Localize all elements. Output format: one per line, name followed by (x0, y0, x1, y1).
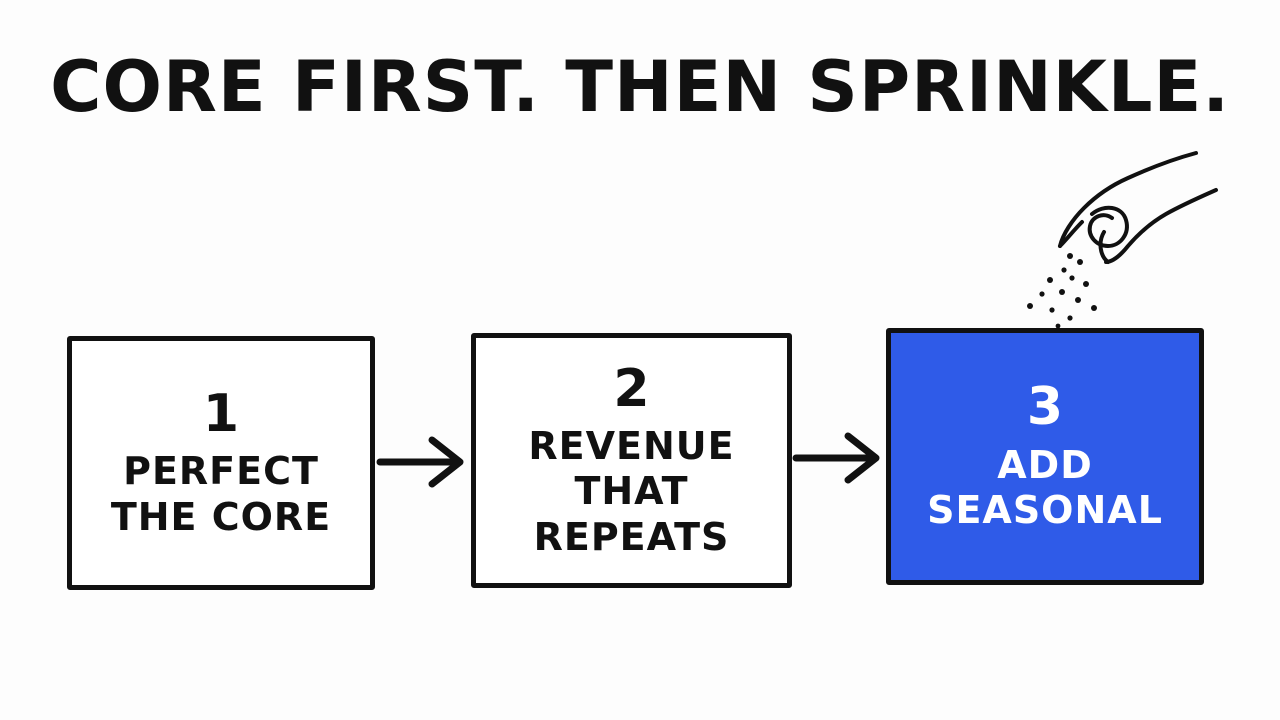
sprinkle-dot (1091, 305, 1097, 311)
step-1-label: PERFECT THE CORE (110, 449, 332, 539)
sprinkling-hand-icon (1058, 151, 1218, 264)
step-2-number: 2 (613, 358, 650, 419)
step-2-label: REVENUE THAT REPEATS (528, 423, 735, 559)
sprinkle-particles (1027, 253, 1097, 329)
sprinkle-dot (1083, 281, 1089, 287)
sprinkle-dot (1027, 303, 1033, 309)
sprinkle-dot (1077, 259, 1083, 265)
sprinkle-dot (1061, 267, 1067, 273)
step-3-box: 3 ADD SEASONAL (886, 328, 1204, 585)
step-2-box: 2 REVENUE THAT REPEATS (471, 333, 792, 588)
step-3-label: ADD SEASONAL (927, 442, 1163, 533)
sprinkle-dot (1047, 277, 1053, 283)
headline: CORE FIRST. THEN SPRINKLE. (50, 46, 1230, 128)
sprinkle-dot (1067, 315, 1073, 321)
sprinkle-dot (1055, 323, 1061, 329)
arrow-right-icon (792, 432, 880, 484)
sprinkle-dot (1069, 275, 1075, 281)
step-3-number: 3 (1026, 377, 1064, 438)
step-1-box: 1 PERFECT THE CORE (67, 336, 375, 590)
sprinkle-dot (1039, 291, 1045, 297)
sprinkle-dot (1059, 289, 1065, 295)
step-1-number: 1 (202, 383, 240, 444)
sprinkle-dot (1049, 307, 1055, 313)
sprinkle-dot (1075, 297, 1081, 303)
arrow-right-icon (376, 436, 464, 488)
sprinkle-dot (1067, 253, 1073, 259)
